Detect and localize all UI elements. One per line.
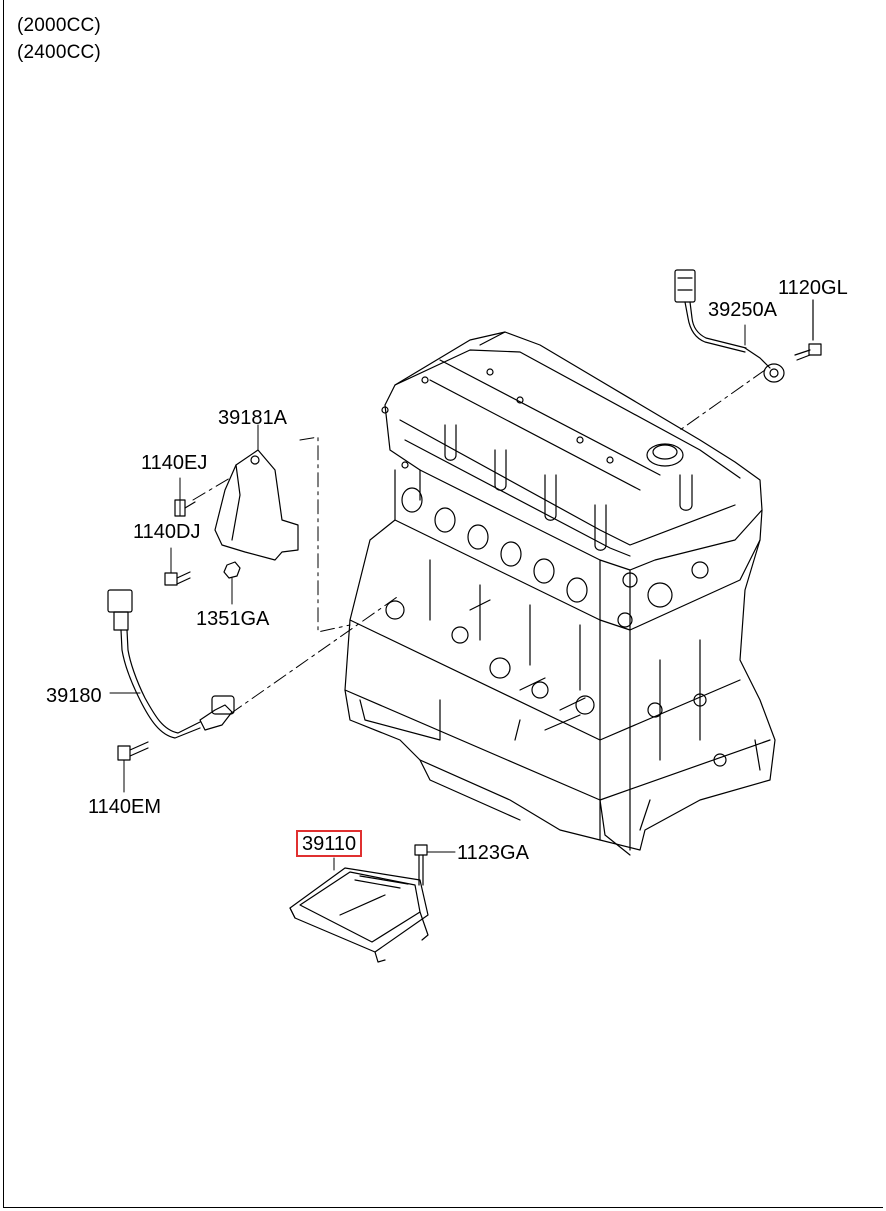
part-label-1120gl[interactable]: 1120GL [778,277,848,299]
leader-lines [192,369,766,715]
bracket-39181a [214,424,299,561]
bolt-1140ej [174,477,196,517]
part-label-39250a[interactable]: 39250A [708,299,777,321]
part-label-1140em[interactable]: 1140EM [88,796,162,818]
part-label-1140ej[interactable]: 1140EJ [141,452,208,474]
engine-assembly [344,331,776,856]
bolt-1120gl [794,299,822,361]
part-label-1123ga[interactable]: 1123GA [457,842,529,864]
bolt-1140em [117,741,149,793]
ecu-39110 [289,857,429,963]
part-label-39180[interactable]: 39180 [46,685,102,707]
part-label-1140dj[interactable]: 1140DJ [133,521,201,543]
sensor-39180 [107,589,235,739]
diagram-frame [3,0,883,1208]
part-label-1351ga[interactable]: 1351GA [196,608,270,630]
engine-variant-2000cc: (2000CC) [17,15,101,36]
engine-variant-2400cc: (2400CC) [17,42,101,63]
nut-1351ga [223,561,241,605]
knock-sensor-39250a [674,269,785,383]
bolt-1123ga [414,844,456,886]
part-label-39181a[interactable]: 39181A [218,407,287,429]
part-label-39110[interactable]: 39110 [296,830,363,857]
bolt-1140dj [164,547,191,586]
